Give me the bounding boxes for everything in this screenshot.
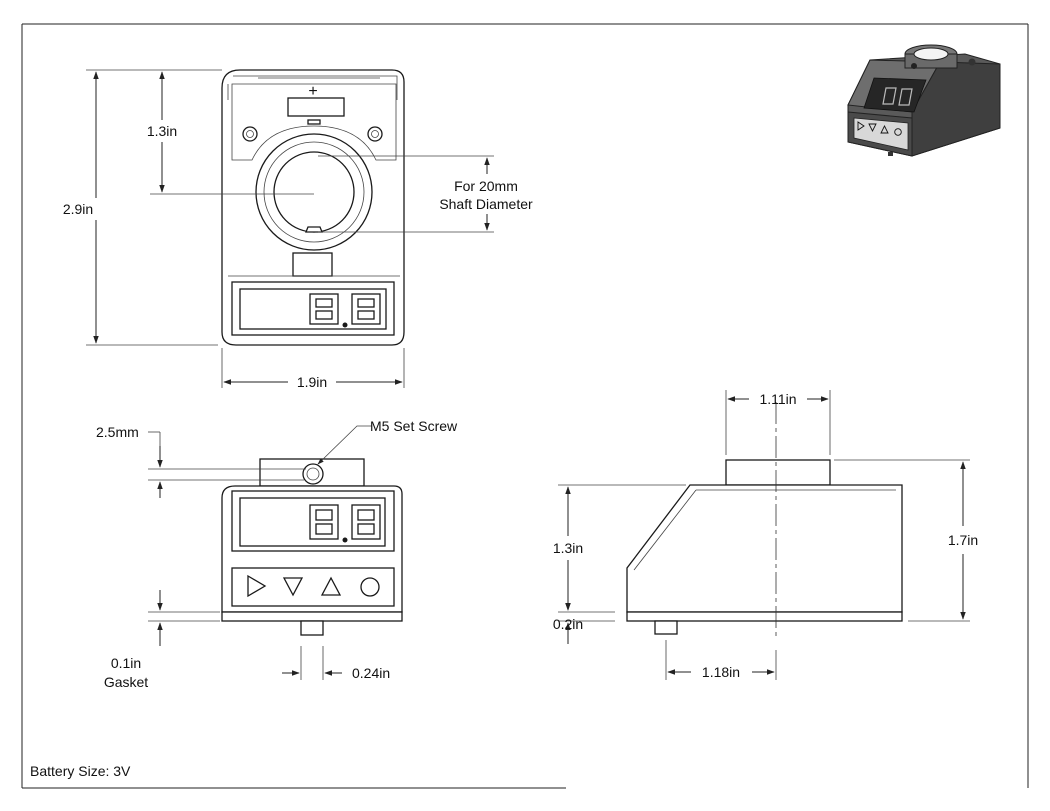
dim-base-height: 0.2in — [553, 616, 583, 632]
label-set-screw: M5 Set Screw — [370, 418, 458, 434]
dim-shaft-line2: Shaft Diameter — [439, 196, 533, 212]
dim-shaft-line1: For 20mm — [454, 178, 518, 194]
front-view: + — [221, 69, 405, 346]
battery-size-note: Battery Size: 3V — [30, 763, 131, 779]
dim-collar-width: 1.11in — [759, 391, 796, 407]
dim-gasket-value: 0.1in — [111, 655, 141, 671]
dim-top-height: 1.3in — [147, 123, 177, 139]
front-display-digits — [309, 293, 381, 328]
battery-slot: + — [287, 83, 345, 125]
play-icon[interactable] — [247, 574, 267, 598]
face-view-dimensions: 2.5mm M5 Set Screw 0.1in Gasket 0.24in — [96, 418, 458, 690]
dim-gasket-word: Gasket — [104, 674, 148, 690]
dim-overall-height: 1.7in — [948, 532, 978, 548]
dim-side-height: 1.3in — [553, 540, 583, 556]
up-triangle-icon[interactable] — [320, 576, 342, 596]
front-view-dimensions: 2.9in 1.3in 1.9in For 20mm Shaft Diamete… — [63, 69, 533, 390]
face-view — [221, 458, 403, 636]
sheet-frame — [21, 23, 1029, 789]
side-view — [626, 402, 903, 640]
dim-pin-width: 0.24in — [352, 665, 390, 681]
battery-plus-label: + — [308, 83, 317, 100]
mounting-screw-right — [367, 126, 383, 142]
dim-pin-offset: 1.18in — [702, 664, 740, 680]
circle-icon[interactable] — [360, 577, 380, 597]
set-screw — [302, 463, 324, 485]
down-triangle-icon[interactable] — [282, 577, 304, 597]
dim-total-height: 2.9in — [63, 201, 93, 217]
shaft-bore — [255, 133, 373, 251]
side-view-dimensions: 1.11in 1.3in 1.7in 0.2in 1.18in — [553, 390, 978, 680]
face-display-digits — [309, 504, 381, 543]
isometric-render — [847, 44, 1001, 157]
mounting-screw-left — [242, 126, 258, 142]
dim-width: 1.9in — [297, 374, 327, 390]
dim-screw-offset: 2.5mm — [96, 424, 139, 440]
